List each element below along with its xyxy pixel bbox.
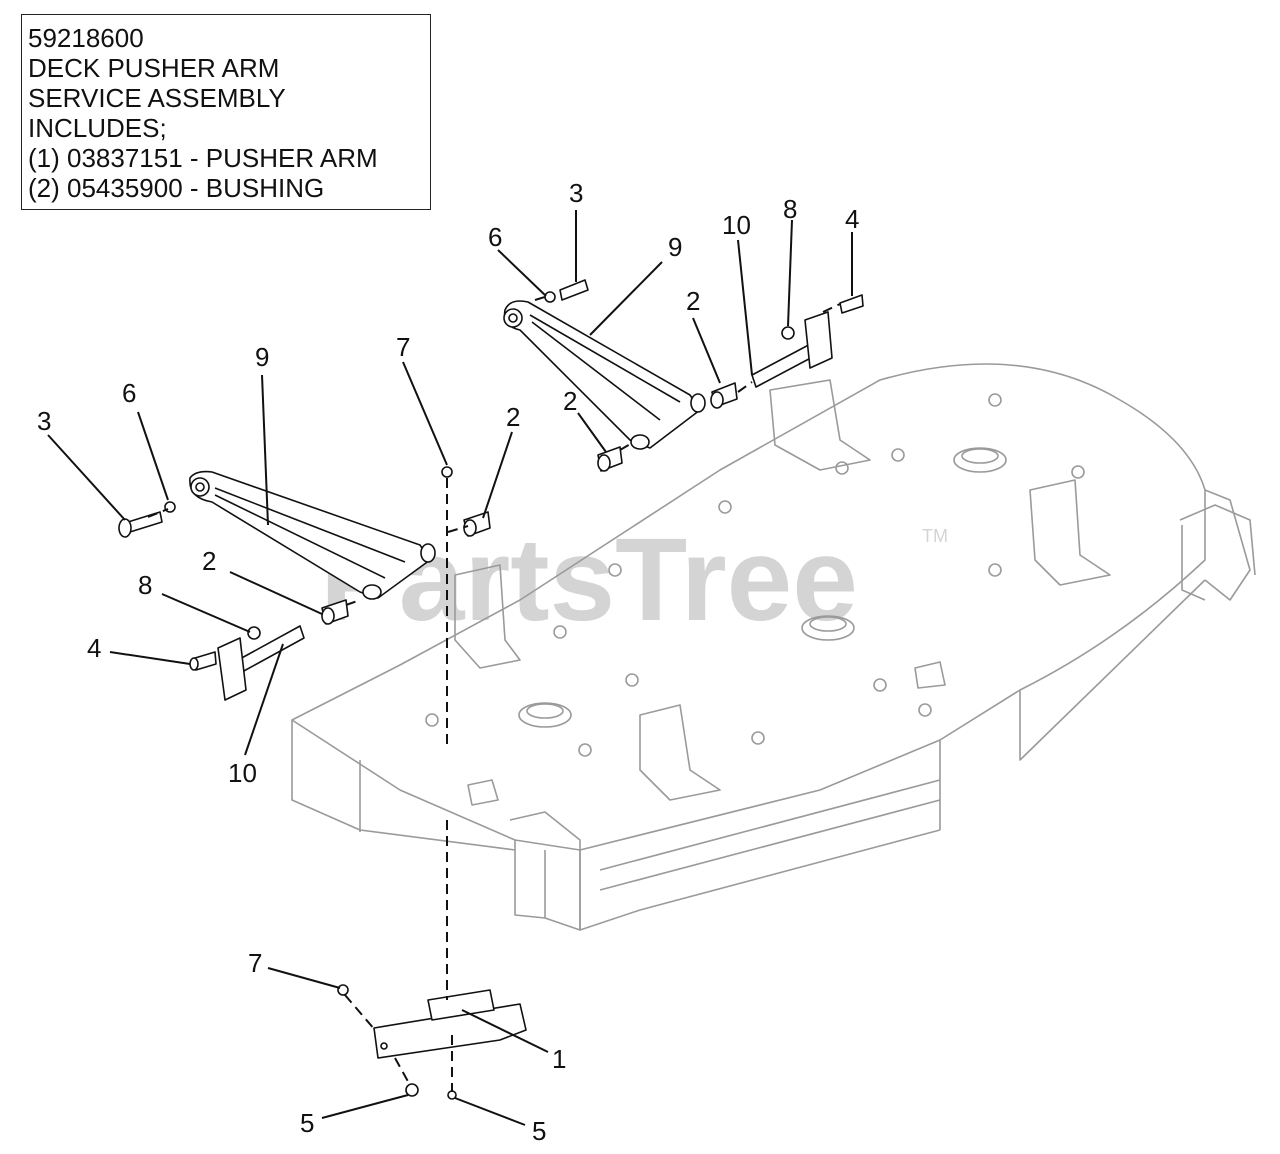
- callout-6-left: 6: [122, 378, 136, 408]
- callout-8-right: 8: [783, 194, 797, 224]
- callout-2-left-upper: 2: [506, 402, 520, 432]
- callout-6-right: 6: [488, 222, 502, 252]
- note-line-pusher-arm: (1) 03837151 - PUSHER ARM: [28, 143, 378, 173]
- callout-9-right: 9: [668, 232, 682, 262]
- right-pusher-arm: [503, 279, 864, 472]
- service-assembly-note: 59218600 DECK PUSHER ARM SERVICE ASSEMBL…: [21, 14, 431, 210]
- note-line-includes: INCLUDES;: [28, 113, 167, 143]
- deck-bracket: [337, 984, 527, 1100]
- note-line-title: DECK PUSHER ARM: [28, 53, 280, 83]
- callout-10-left: 10: [228, 758, 257, 788]
- mower-deck: [291, 363, 1256, 931]
- note-line-subtitle: SERVICE ASSEMBLY: [28, 83, 286, 113]
- callout-7-bottom: 7: [248, 948, 262, 978]
- callout-2-left-lower: 2: [202, 546, 216, 576]
- callout-2-right-upper: 2: [686, 286, 700, 316]
- callout-10-right: 10: [722, 210, 751, 240]
- callout-4-right: 4: [845, 204, 859, 234]
- left-pusher-arm: [118, 466, 491, 701]
- callout-5-right: 5: [532, 1116, 546, 1146]
- callout-1: 1: [552, 1044, 566, 1074]
- callout-3-right: 3: [569, 178, 583, 208]
- leader-lines: [47, 210, 853, 1126]
- callout-labels: 3 6 9 7 2 2 8 4 10 3 6 9 10 8 4 2 2 7 1 …: [37, 178, 859, 1146]
- watermark-tm: TM: [922, 526, 948, 546]
- callout-3-left: 3: [37, 406, 51, 436]
- callout-9-left: 9: [255, 342, 269, 372]
- callout-8-left: 8: [138, 570, 152, 600]
- callout-2-right-lower: 2: [563, 386, 577, 416]
- note-line-part-number: 59218600: [28, 23, 144, 53]
- watermark: PartsTree: [320, 514, 858, 646]
- assembly-lines: [147, 295, 841, 1092]
- callout-5-left: 5: [300, 1108, 314, 1138]
- note-line-bushing: (2) 05435900 - BUSHING: [28, 173, 325, 203]
- callout-4-left: 4: [87, 633, 101, 663]
- callout-7-top: 7: [396, 332, 410, 362]
